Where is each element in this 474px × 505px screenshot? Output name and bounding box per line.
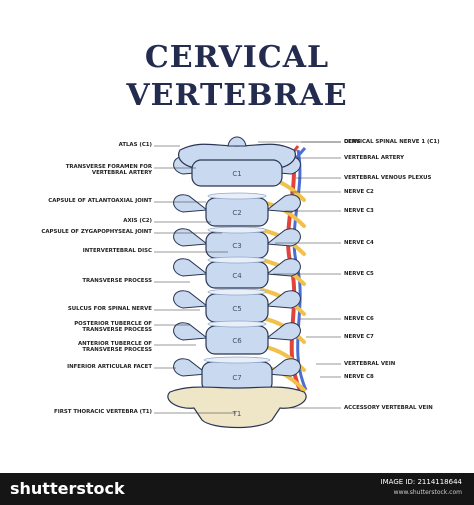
transverse-process-left [173, 322, 209, 341]
label-disc: INTERVERTEBRAL DISC [82, 248, 152, 254]
label-plexus: VERTEBRAL VENOUS PLEXUS [344, 175, 432, 181]
label-n7: NERVE C7 [344, 334, 374, 340]
vertebra-label: C1 [232, 170, 241, 178]
transverse-process-left [173, 258, 209, 277]
transverse-process-right [265, 258, 301, 277]
intervertebral-disc [207, 320, 267, 328]
label-n4: NERVE C4 [344, 240, 374, 246]
intervertebral-disc [207, 288, 267, 296]
label-n2: NERVE C2 [344, 189, 374, 195]
label-atlas: ATLAS (C1) [118, 142, 152, 148]
footer-bar: shutterstock IMAGE ID: 2114118644 www.sh… [0, 473, 474, 505]
footer-image-id: IMAGE ID: 2114118644 [380, 478, 462, 486]
title-line-1: CERVICAL [144, 40, 330, 75]
label-transverse: TRANSVERSE PROCESS [82, 278, 152, 284]
label-t1: FIRST THORACIC VERTEBRA (T1) [54, 409, 152, 415]
transverse-process-right [265, 290, 301, 309]
transverse-process-left [173, 358, 209, 377]
label-axis: AXIS (C2) [123, 218, 152, 224]
dens [227, 136, 247, 147]
label-n8: NERVE C8 [344, 374, 374, 380]
intervertebral-disc [207, 192, 267, 200]
transverse-process-left [173, 194, 209, 213]
intervertebral-disc [203, 356, 271, 364]
label-accessory: ACCESSORY VERTEBRAL VEIN [344, 405, 433, 411]
vertebra-label: C3 [232, 242, 241, 250]
label-sulcus: SULCUS FOR SPINAL NERVE [67, 306, 152, 312]
label-n5: NERVE C5 [344, 271, 374, 277]
vertebra-label: C4 [232, 272, 242, 280]
label-dens: DENS [344, 139, 361, 145]
vertebra-c1 [191, 159, 283, 187]
label-n3: NERVE C3 [344, 208, 374, 214]
transverse-process-right [265, 228, 301, 247]
transverse-process-left [173, 228, 209, 247]
intervertebral-disc [207, 226, 267, 234]
label-n6: NERVE C6 [344, 316, 374, 322]
label-artery: VERTEBRAL ARTERY [344, 155, 405, 161]
label-ant_tub: ANTERIOR TUBERCLE OF TRANSVERSE PROCESS [77, 341, 152, 354]
vertebra-t1 [167, 386, 307, 429]
transverse-process-right [265, 358, 301, 377]
label-foramen: TRANSVERSE FORAMEN FOR VERTEBRAL ARTERY [65, 164, 152, 177]
transverse-process-right [265, 322, 301, 341]
intervertebral-disc [207, 256, 267, 264]
transverse-process-left [173, 290, 209, 309]
vertebra-label: C7 [232, 374, 241, 382]
label-capsule_atlanto: CAPSULE OF ATLANTOAXIAL JOINT [48, 198, 152, 204]
footer-site[interactable]: www.shutterstock.com [393, 489, 462, 496]
footer-brand[interactable]: shutterstock [10, 479, 125, 498]
vertebra-label: C6 [232, 337, 242, 345]
transverse-process-right [265, 194, 301, 213]
title-line-2: VERTEBRAE [126, 78, 348, 113]
label-facet: INFERIOR ARTICULAR FACET [67, 364, 152, 370]
label-capsule_zyg: CAPSULE OF ZYGAPOPHYSEAL JOINT [41, 229, 152, 235]
vertebra-label: T1 [232, 410, 242, 418]
vertebra-label: C2 [232, 209, 241, 217]
label-vein: VERTEBRAL VEIN [344, 361, 396, 367]
leader-lines [154, 141, 341, 414]
vertebra-label: C5 [232, 305, 241, 313]
label-post_tub: POSTERIOR TUBERCLE OF TRANSVERSE PROCESS [74, 321, 152, 334]
label-c1nerve: CERVICAL SPINAL NERVE 1 (C1) [344, 139, 440, 145]
